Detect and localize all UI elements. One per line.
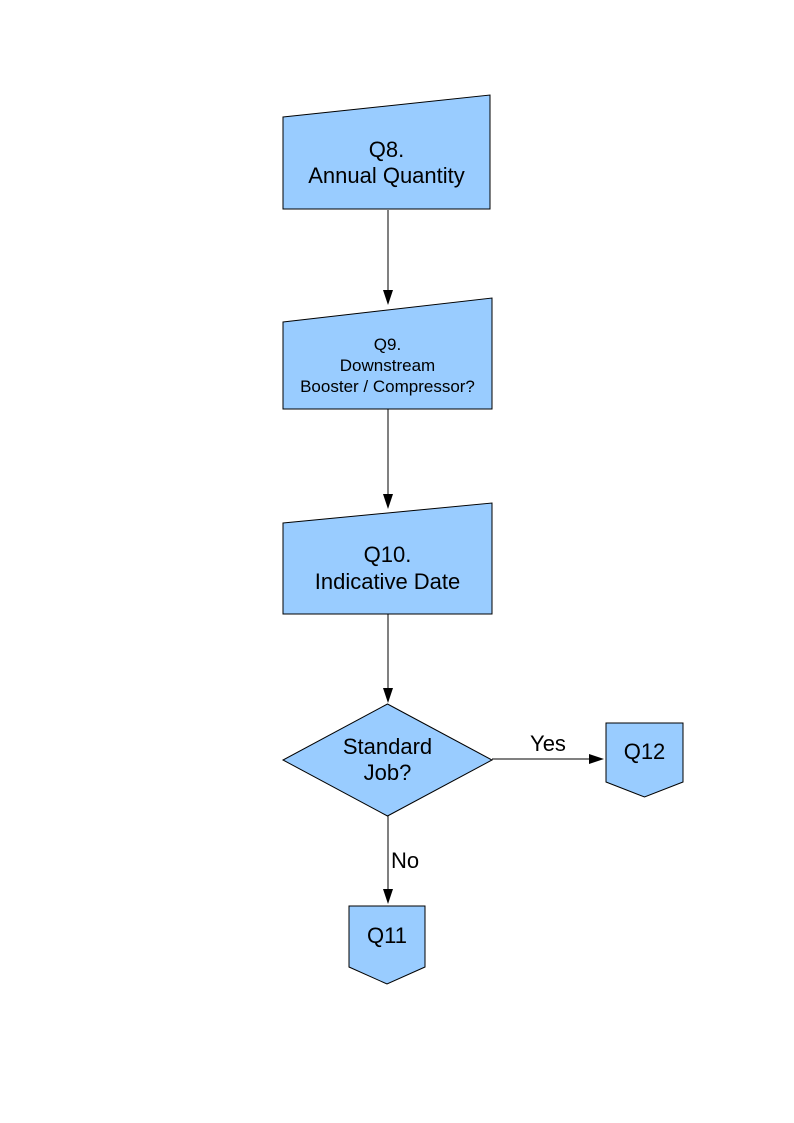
arrowhead-decision-q12 (589, 754, 604, 764)
node-q9-manual-input-shape (282, 297, 493, 410)
node-q10-manual-input-shape (282, 502, 493, 615)
node-decision-diamond-shape (281, 703, 494, 817)
arrowhead-q10-decision (383, 688, 393, 703)
node-q11-offpage-connector-shape (348, 905, 426, 985)
node-q12-offpage-connector-shape (605, 722, 684, 798)
arrowhead-q8-q9 (383, 290, 393, 305)
node-q8-manual-input-shape (282, 94, 491, 210)
arrowhead-q9-q10 (383, 494, 393, 509)
arrowhead-decision-q11 (383, 889, 393, 904)
